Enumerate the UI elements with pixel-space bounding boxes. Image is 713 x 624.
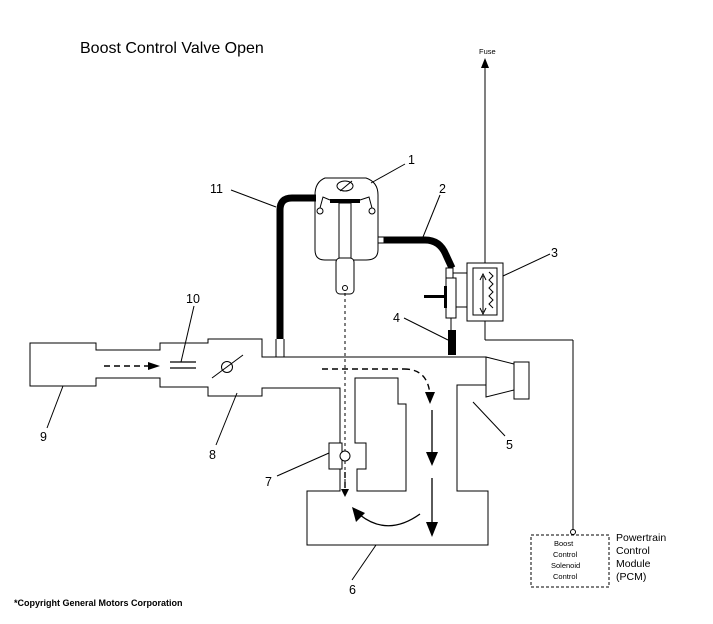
callout-8: 8 [209, 448, 216, 462]
diagram-title: Boost Control Valve Open [80, 40, 264, 57]
boost-actuator [314, 177, 385, 295]
outlet-cap [485, 356, 530, 400]
wastegate-valve [339, 450, 351, 462]
hose-2 [384, 236, 456, 270]
callout-5: 5 [506, 438, 513, 452]
fuse-label: Fuse [479, 47, 496, 56]
pcm-label-line-3: Module [616, 558, 651, 570]
callout-2: 2 [439, 182, 446, 196]
pcm-box-line-4: Control [553, 572, 578, 581]
restrictor-4 [448, 330, 456, 355]
pcm-label-line-2: Control [616, 545, 650, 557]
hose-11 [276, 194, 316, 339]
callout-6: 6 [349, 583, 356, 597]
pcm-label-line-1: Powertrain [616, 532, 666, 544]
callout-9: 9 [40, 430, 47, 444]
callout-3: 3 [551, 246, 558, 260]
callout-7: 7 [265, 475, 272, 489]
callout-10: 10 [186, 292, 200, 306]
throttle-valve [211, 354, 244, 379]
flow-arrows [322, 368, 438, 537]
callout-1: 1 [408, 153, 415, 167]
inlet-restrictor [170, 361, 196, 369]
inlet-flow-arrow [104, 362, 160, 370]
pcm-label-line-4: (PCM) [616, 571, 646, 583]
pcm-box-line-3: Solenoid [551, 561, 580, 570]
pcm-box-line-2: Control [553, 550, 578, 559]
pcm-box-line-1: Boost [554, 539, 574, 548]
pcm-wire [484, 321, 576, 535]
copyright: *Copyright General Motors Corporation [14, 598, 183, 608]
fuse-wire: Fuse [479, 47, 496, 263]
callout-11: 11 [210, 182, 223, 196]
callouts: 1 2 3 4 5 6 7 8 9 10 11 [40, 153, 558, 597]
boost-control-solenoid [424, 262, 504, 322]
pcm-box: Boost Control Solenoid Control Powertrai… [530, 532, 666, 588]
callout-4: 4 [393, 311, 400, 325]
